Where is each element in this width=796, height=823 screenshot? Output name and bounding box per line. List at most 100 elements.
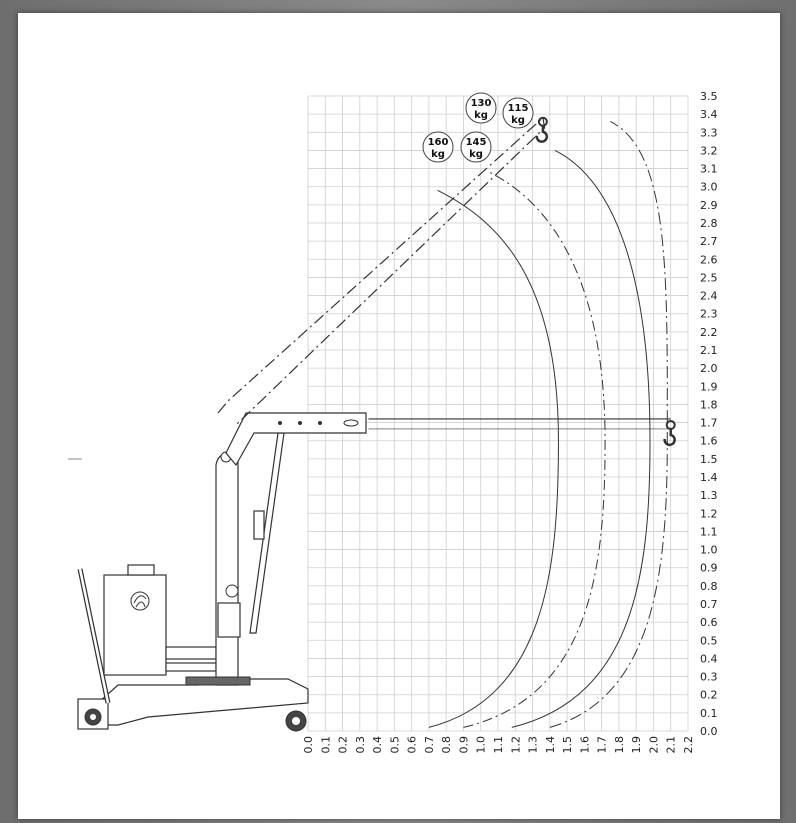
- x-tick-label: 0.0: [302, 736, 315, 754]
- y-tick-label: 1.6: [700, 435, 718, 448]
- x-tick-label: 2.1: [665, 736, 678, 754]
- y-tick-label: 0.3: [700, 671, 718, 684]
- y-tick-label: 2.1: [700, 344, 718, 357]
- x-tick-label: 1.6: [578, 736, 591, 754]
- x-tick-label: 1.5: [561, 736, 574, 754]
- y-tick-label: 3.5: [700, 90, 718, 103]
- push-handle-inner: [78, 568, 110, 704]
- hook-curve: [663, 428, 676, 447]
- x-tick-label: 1.1: [492, 736, 505, 754]
- x-tick-label: 0.2: [337, 736, 350, 754]
- x-tick-label: 1.9: [630, 736, 643, 754]
- raised-boom: [217, 116, 546, 426]
- y-tick-label: 2.5: [700, 271, 718, 284]
- boom-hole: [298, 421, 302, 425]
- x-tick-label: 1.0: [475, 736, 488, 754]
- y-tick-label: 3.3: [700, 126, 718, 139]
- y-tick-label: 0.0: [700, 725, 718, 738]
- logo-mark: [133, 595, 147, 608]
- capacity-value: 160: [428, 137, 449, 148]
- capacity-circle: [502, 97, 534, 129]
- capacity-value: 145: [466, 137, 487, 148]
- x-tick-label: 0.6: [406, 736, 419, 754]
- y-tick-label: 1.5: [700, 453, 718, 466]
- front-wheel-hub: [292, 717, 300, 725]
- x-tick-label: 1.2: [509, 736, 522, 754]
- battery-arm-lower: [165, 662, 217, 672]
- y-tick-label: 2.8: [700, 217, 718, 230]
- hook-icon: [663, 419, 676, 447]
- cylinder-body: [253, 510, 265, 540]
- y-tick-label: 2.7: [700, 235, 718, 248]
- crane-drawing: [68, 412, 367, 732]
- boom: [225, 412, 367, 467]
- boom-hole: [318, 421, 322, 425]
- x-tick-label: 1.4: [544, 736, 557, 754]
- capacity-unit: kg: [511, 115, 525, 126]
- y-tick-label: 0.8: [700, 580, 718, 593]
- crane-load-chart: 0.0 0.1 0.2 0.3 0.4 0.5 0.6 0.7 0.8 0.9 1.0 1.1 1.2 1…: [68, 90, 718, 754]
- y-tick-label: 3.4: [700, 108, 718, 121]
- y-tick-label: 0.1: [700, 707, 718, 720]
- x-tick-label: 0.7: [423, 736, 436, 754]
- reach-arcs: [217, 116, 676, 728]
- mounting-plate: [185, 676, 251, 686]
- y-tick-label: 2.9: [700, 199, 718, 212]
- boom-hole: [278, 421, 282, 425]
- x-tick-label: 0.8: [440, 736, 453, 754]
- y-tick-label: 1.2: [700, 507, 718, 520]
- x-tick-label: 0.5: [388, 736, 401, 754]
- reach-arc: [549, 120, 668, 728]
- pump-knob: [225, 584, 239, 598]
- hook-icon: [535, 116, 549, 143]
- capacity-circle: [465, 92, 497, 124]
- reach-arc: [511, 149, 651, 728]
- x-tick-label: 0.9: [457, 736, 470, 754]
- y-tick-label: 2.6: [700, 253, 718, 266]
- rear-wheel-hub: [90, 714, 96, 720]
- x-tick-label: 2.0: [647, 736, 660, 754]
- x-tick-label: 0.4: [371, 736, 384, 754]
- hook-curve: [535, 125, 549, 143]
- y-tick-label: 1.0: [700, 544, 718, 557]
- boom-pin: [343, 419, 359, 427]
- y-tick-label: 0.9: [700, 562, 718, 575]
- y-tick-label: 1.3: [700, 489, 718, 502]
- y-tick-label: 1.8: [700, 398, 718, 411]
- y-tick-label: 0.7: [700, 598, 718, 611]
- capacity-circle: [422, 131, 454, 163]
- y-tick-label: 0.2: [700, 689, 718, 702]
- reach-arc: [428, 189, 559, 728]
- y-tick-label: 0.5: [700, 634, 718, 647]
- x-tick-label: 1.3: [527, 736, 540, 754]
- y-tick-label: 3.0: [700, 181, 718, 194]
- base-frame: [79, 678, 309, 726]
- drawing-sheet: 0.0 0.1 0.2 0.3 0.4 0.5 0.6 0.7 0.8 0.9 1.0 1.1 1.2 1…: [18, 13, 780, 819]
- capacity-unit: kg: [431, 149, 445, 160]
- x-tick-label: 1.8: [613, 736, 626, 754]
- y-tick-label: 2.3: [700, 308, 718, 321]
- y-tick-label: 3.2: [700, 144, 718, 157]
- capacity-unit: kg: [469, 149, 483, 160]
- x-tick-label: 2.2: [682, 736, 695, 754]
- grid: [307, 95, 689, 732]
- battery-box: [103, 574, 167, 676]
- logo-icon: [130, 591, 150, 611]
- battery-arm: [165, 646, 217, 660]
- capacity-unit: kg: [474, 110, 488, 121]
- mast: [215, 452, 239, 686]
- y-tick-label: 1.7: [700, 417, 718, 430]
- y-tick-label: 1.4: [700, 471, 718, 484]
- y-tick-label: 0.6: [700, 616, 718, 629]
- reach-arc: [463, 171, 606, 728]
- x-tick-label: 1.7: [596, 736, 609, 754]
- y-tick-label: 2.0: [700, 362, 718, 375]
- capacity-circle: [460, 131, 492, 163]
- y-tick-label: 2.4: [700, 290, 718, 303]
- x-tick-label: 0.1: [319, 736, 332, 754]
